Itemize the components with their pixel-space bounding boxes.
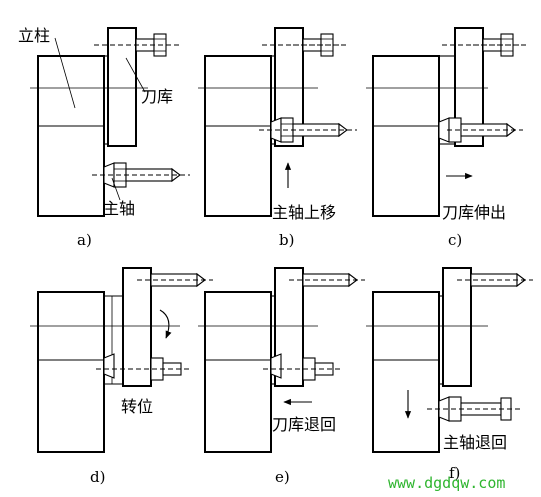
column-body	[37, 55, 105, 217]
rotate-arrow	[159, 309, 172, 339]
panel-c	[366, 27, 526, 217]
magazine-leader	[125, 57, 146, 93]
caption-b: b)	[279, 231, 294, 249]
action-label-b: 主轴上移	[272, 203, 336, 222]
spindle-label: 主轴	[103, 199, 135, 218]
action-label-f: 主轴退回	[443, 433, 507, 452]
action-label-e: 刀库退回	[272, 415, 336, 434]
column-leader	[54, 37, 76, 109]
spindle-leader	[111, 177, 121, 201]
panel-d	[30, 267, 214, 453]
action-label-d: 转位	[121, 397, 153, 416]
panel-b	[198, 27, 358, 217]
tool-magazine-label: 刀库	[141, 87, 173, 106]
caption-f: f)	[449, 464, 460, 482]
panel-e	[198, 267, 366, 453]
panel-f	[366, 267, 534, 453]
caption-a: a)	[77, 231, 92, 249]
panel-a	[30, 27, 191, 217]
column-label: 立柱	[18, 26, 50, 45]
caption-c: c)	[448, 231, 462, 249]
action-label-c: 刀库伸出	[442, 203, 506, 222]
caption-d: d)	[90, 468, 105, 486]
caption-e: e)	[275, 468, 290, 486]
watermark: www.dgdqw.com	[388, 474, 505, 492]
tool-magazine-body	[107, 27, 137, 147]
